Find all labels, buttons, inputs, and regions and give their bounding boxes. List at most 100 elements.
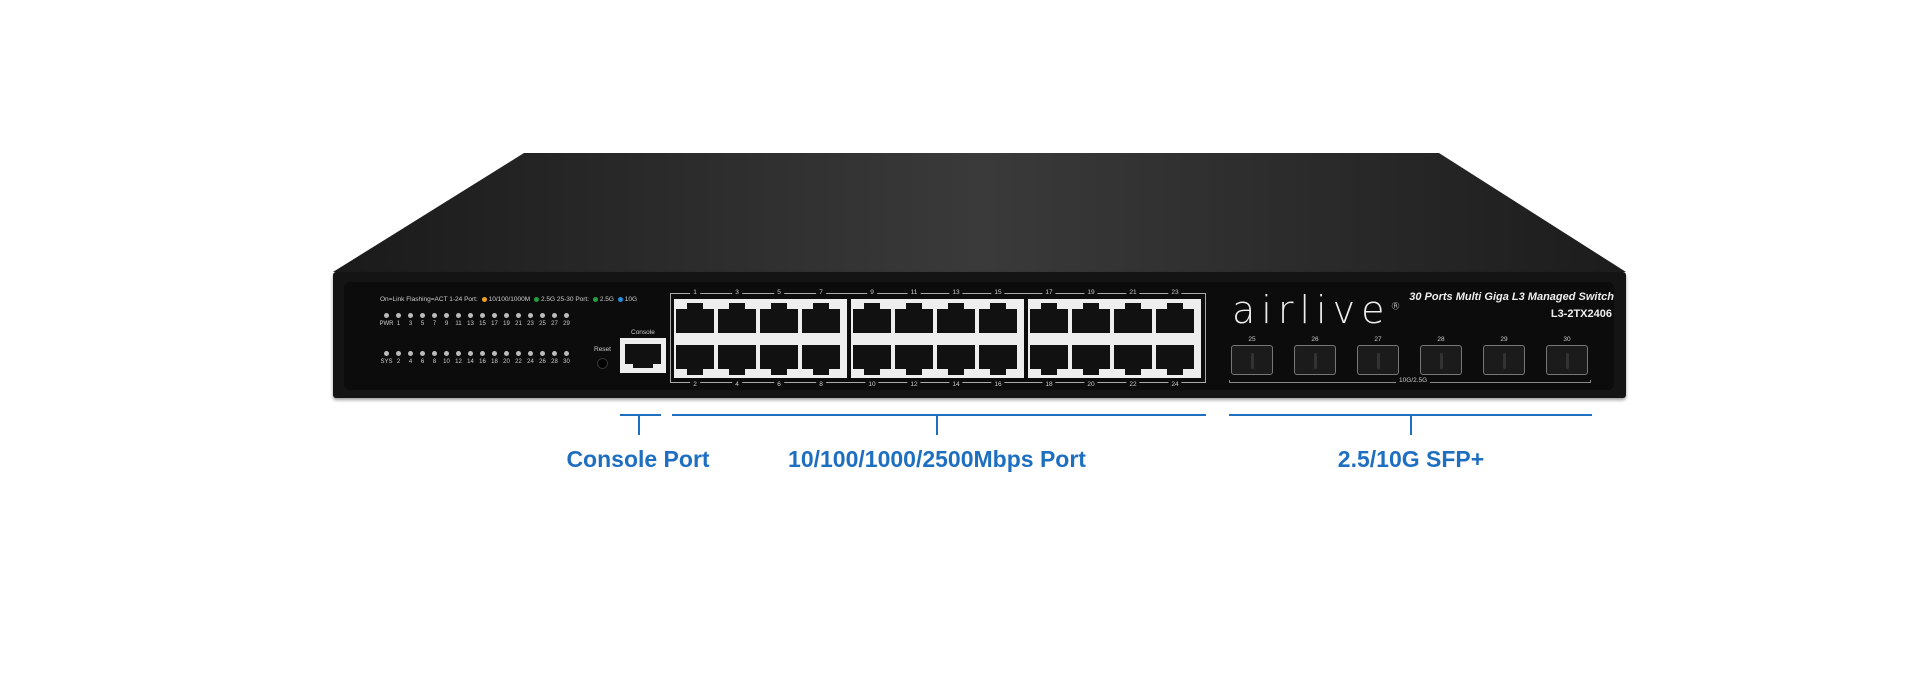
rj45-port-label: 15 <box>991 289 1005 296</box>
rj45-port[interactable] <box>1114 345 1152 375</box>
sfp-latch <box>1503 353 1506 369</box>
console-label: Console <box>631 329 655 336</box>
sfp-latch <box>1377 353 1380 369</box>
rj45-port[interactable] <box>802 345 840 375</box>
sfp-port[interactable] <box>1357 345 1399 375</box>
rj45-port-label: 14 <box>949 381 963 388</box>
led-indicator <box>516 313 521 318</box>
sfp-port-label: 30 <box>1563 336 1571 343</box>
sfp-port[interactable] <box>1231 345 1273 375</box>
sfp-port[interactable] <box>1546 345 1588 375</box>
rj45-port[interactable] <box>979 345 1017 375</box>
rj45-port-label: 23 <box>1168 289 1182 296</box>
sfp-port-label: 25 <box>1248 336 1256 343</box>
led-indicator <box>432 313 437 318</box>
rj45-port[interactable] <box>979 303 1017 333</box>
led-label: 27 <box>551 321 558 327</box>
rj45-port[interactable] <box>1072 345 1110 375</box>
rj45-jack <box>1030 309 1068 333</box>
rj45-port[interactable] <box>1114 303 1152 333</box>
console-port[interactable] <box>620 338 666 373</box>
legend-item: 2.5G <box>591 296 614 303</box>
led-indicator <box>540 351 545 356</box>
rj45-latch <box>1083 369 1099 375</box>
rj45-latch <box>771 369 787 375</box>
rj45-port[interactable] <box>718 303 756 333</box>
sfp-port[interactable] <box>1294 345 1336 375</box>
rj45-latch <box>1041 303 1057 309</box>
rj45-port[interactable] <box>853 345 891 375</box>
led-label: 19 <box>503 321 510 327</box>
led-label: 25 <box>539 321 546 327</box>
rj45-latch <box>1041 369 1057 375</box>
led-indicator <box>432 351 437 356</box>
legend-label: 10G <box>624 296 638 303</box>
led-indicator <box>504 351 509 356</box>
rj45-jack <box>937 345 975 369</box>
sfp-port[interactable] <box>1483 345 1525 375</box>
led-indicator <box>552 351 557 356</box>
rj45-port[interactable] <box>937 303 975 333</box>
led-indicator <box>540 313 545 318</box>
rj45-port[interactable] <box>802 303 840 333</box>
rj45-port-label: 17 <box>1042 289 1056 296</box>
led-indicator <box>420 351 425 356</box>
led-label: 2 <box>396 359 401 365</box>
rj45-jack <box>1072 345 1110 369</box>
legend-item: 10/100/1000M <box>480 296 530 303</box>
led-indicator <box>528 313 533 318</box>
rj45-port[interactable] <box>760 345 798 375</box>
led-indicator <box>504 313 509 318</box>
status-dot-icon <box>481 296 487 302</box>
rj45-jack <box>937 309 975 333</box>
rj45-latch <box>1167 303 1183 309</box>
led-label: 17 <box>491 321 498 327</box>
rj45-port-label: 2 <box>690 381 700 388</box>
led-indicator <box>396 313 401 318</box>
rj45-port[interactable] <box>760 303 798 333</box>
rj45-latch <box>687 369 703 375</box>
rj45-port[interactable] <box>1030 303 1068 333</box>
rj45-port-label: 4 <box>732 381 742 388</box>
rj45-port[interactable] <box>676 303 714 333</box>
rj45-jack <box>802 345 840 369</box>
sfp-port-label: 28 <box>1437 336 1445 343</box>
rj45-port[interactable] <box>1156 345 1194 375</box>
sfp-port[interactable] <box>1420 345 1462 375</box>
rj45-latch <box>813 369 829 375</box>
rj45-port-label: 7 <box>816 289 826 296</box>
legend-label: 2.5G 25-30 Port: <box>540 296 590 303</box>
rj45-latch <box>729 369 745 375</box>
rj45-bracket <box>672 414 1206 416</box>
led-indicator <box>408 351 413 356</box>
reset-button[interactable] <box>597 358 608 369</box>
led-indicator <box>480 351 485 356</box>
led-indicator <box>384 313 389 318</box>
rj45-port-label: 10 <box>865 381 879 388</box>
rj45-latch <box>948 369 964 375</box>
rj45-port[interactable] <box>718 345 756 375</box>
rj45-port[interactable] <box>1030 345 1068 375</box>
rj45-jack <box>979 345 1017 369</box>
led-indicator <box>456 313 461 318</box>
rj45-port-label: 22 <box>1126 381 1140 388</box>
led-indicator <box>492 313 497 318</box>
rj45-port[interactable] <box>895 303 933 333</box>
rj45-jack <box>1114 309 1152 333</box>
rj45-latch <box>1083 303 1099 309</box>
legend-item: 2.5G 25-30 Port: <box>532 296 589 303</box>
rj45-port[interactable] <box>895 345 933 375</box>
rj45-port-label: 24 <box>1168 381 1182 388</box>
rj45-jack <box>895 309 933 333</box>
rj45-port[interactable] <box>676 345 714 375</box>
rj45-port[interactable] <box>1072 303 1110 333</box>
sfp-latch <box>1440 353 1443 369</box>
sfp-latch <box>1566 353 1569 369</box>
callout-rj45-ports: 10/100/1000/2500Mbps Port <box>788 446 1086 472</box>
legend-item: 10G <box>616 296 637 303</box>
rj45-port[interactable] <box>1156 303 1194 333</box>
console-bracket <box>620 414 661 416</box>
rj45-port[interactable] <box>937 345 975 375</box>
rj45-jack <box>760 345 798 369</box>
rj45-port[interactable] <box>853 303 891 333</box>
